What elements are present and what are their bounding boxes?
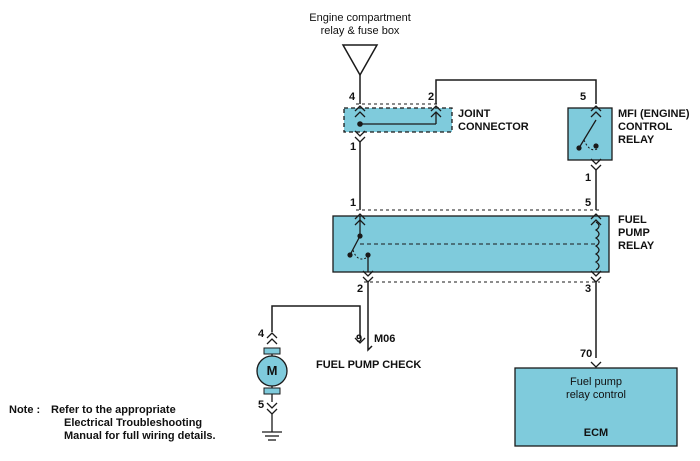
ground-symbol (262, 431, 282, 441)
ecm-box (514, 367, 678, 447)
fuel-pump-motor (256, 332, 288, 432)
check-connector-id: M06 (374, 333, 396, 345)
ecm-pin-70: 70 (580, 348, 593, 360)
mfi-relay-label-line-1: MFI (ENGINE) (618, 108, 690, 120)
mfi-relay-label-line-2: CONTROL (618, 121, 673, 133)
fuse-box-terminal-symbol (341, 44, 379, 77)
mfi-relay-label-line-3: RELAY (618, 134, 655, 146)
check-connector-terminal (354, 337, 366, 344)
fuel-pump-relay (332, 215, 610, 273)
wire-relay-to-check (367, 282, 373, 352)
fuel-pump-relay-label-line-1: FUEL (618, 214, 647, 226)
motor-pin-5: 5 (258, 399, 265, 411)
joint-connector (343, 107, 453, 133)
ecm-name: ECM (583, 427, 609, 439)
ecm-terminal (590, 361, 602, 368)
fuel-pump-check-label: FUEL PUMP CHECK (316, 359, 422, 371)
joint-connector-terminals (354, 105, 442, 143)
fuel-pump-relay-pin-1: 1 (350, 197, 357, 209)
check-connector-pin: 9 (356, 333, 363, 345)
motor-symbol: M (266, 363, 278, 378)
joint-pin-4: 4 (349, 91, 356, 103)
mfi-control-relay (567, 107, 613, 161)
joint-pin-1: 1 (350, 141, 357, 153)
joint-connector-label-line-2: CONNECTOR (458, 121, 529, 133)
ecm-function-line-2: relay control (566, 389, 626, 401)
motor-pin-4: 4 (258, 328, 265, 340)
ecm-function-label: Fuel pump relay control (540, 376, 652, 402)
ecm-function-line-1: Fuel pump (570, 376, 622, 388)
mfi-relay-label: MFI (ENGINE) CONTROL RELAY (618, 108, 690, 147)
note-line-2: Electrical Troubleshooting (64, 417, 203, 429)
fuse-box-label-line-2: relay & fuse box (320, 25, 400, 37)
note-prefix: Note : (9, 404, 41, 416)
note-line-3: Manual for full wiring details. (64, 430, 216, 442)
fuel-pump-relay-label: FUEL PUMP RELAY (618, 214, 654, 253)
mfi-pin-5: 5 (580, 91, 587, 103)
mfi-pin-1: 1 (585, 172, 592, 184)
fuse-box-label: Engine compartment relay & fuse box (300, 12, 420, 38)
fuse-box-label-line-1: Engine compartment (309, 12, 411, 24)
fuel-pump-relay-label-line-2: PUMP (618, 227, 650, 239)
joint-connector-label: JOINT CONNECTOR (458, 108, 529, 134)
fuel-pump-relay-pin-5: 5 (585, 197, 592, 209)
joint-connector-label-line-1: JOINT (458, 108, 491, 120)
fuel-pump-relay-pin-3: 3 (585, 283, 592, 295)
fuel-pump-relay-label-line-3: RELAY (618, 240, 655, 252)
joint-pin-2: 2 (428, 91, 435, 103)
fuel-pump-relay-pin-2: 2 (357, 283, 364, 295)
note-text: Refer to the appropriate Electrical Trou… (51, 404, 216, 443)
note-line-1: Refer to the appropriate (51, 404, 176, 416)
wire-joint-to-mfi (435, 79, 597, 104)
wire-check-to-motor (271, 305, 361, 338)
